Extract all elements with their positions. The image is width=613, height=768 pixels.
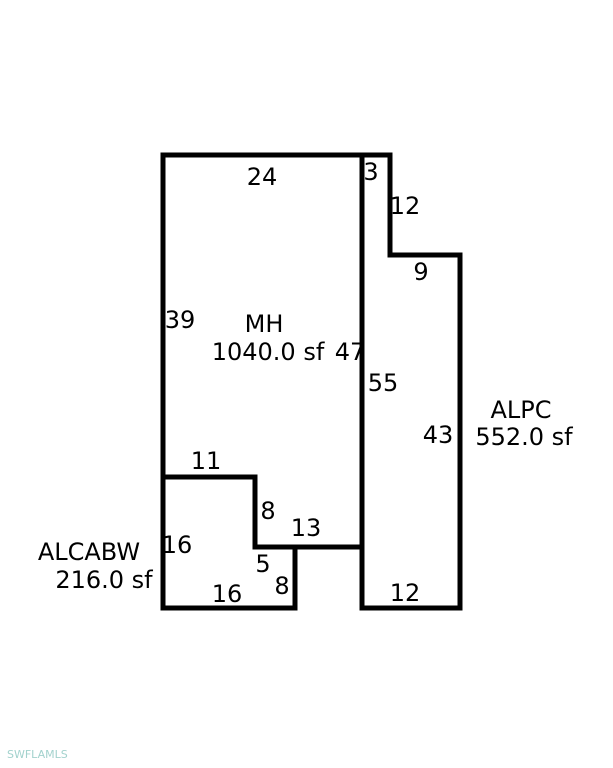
dim-mh-step-top: 11 [191, 447, 222, 475]
dim-alcabw-right: 8 [274, 572, 289, 600]
dim-alpc-right: 43 [423, 421, 454, 449]
watermark: SWFLAMLS [7, 748, 68, 761]
dim-alpc-top: 3 [363, 158, 378, 186]
dim-alcabw-left: 16 [162, 531, 193, 559]
dim-alcabw-bottom: 16 [212, 580, 243, 608]
alpc-area: 552.0 sf [475, 423, 573, 451]
alpc-label: ALPC [490, 396, 551, 424]
dim-mh-step-side: 8 [260, 497, 275, 525]
dim-alpc-bottom: 12 [390, 579, 421, 607]
alcabw-area: 216.0 sf [55, 566, 153, 594]
dim-alpc-left: 55 [368, 369, 399, 397]
alcabw-outline [160, 474, 298, 611]
dim-alpc-step: 9 [413, 258, 428, 286]
alpc-outline [359, 152, 463, 611]
dim-mh-top: 24 [247, 163, 278, 191]
alcabw-label: ALCABW [38, 538, 140, 566]
mh-area: 1040.0 sf [212, 338, 325, 366]
dim-alcabw-top-edge: 5 [255, 550, 270, 578]
dim-mh-right: 47 [335, 338, 366, 366]
dim-mh-left: 39 [165, 306, 196, 334]
dim-alpc-upper-side: 12 [390, 192, 421, 220]
dim-mh-bottom: 13 [291, 514, 322, 542]
mh-label: MH [245, 310, 284, 338]
